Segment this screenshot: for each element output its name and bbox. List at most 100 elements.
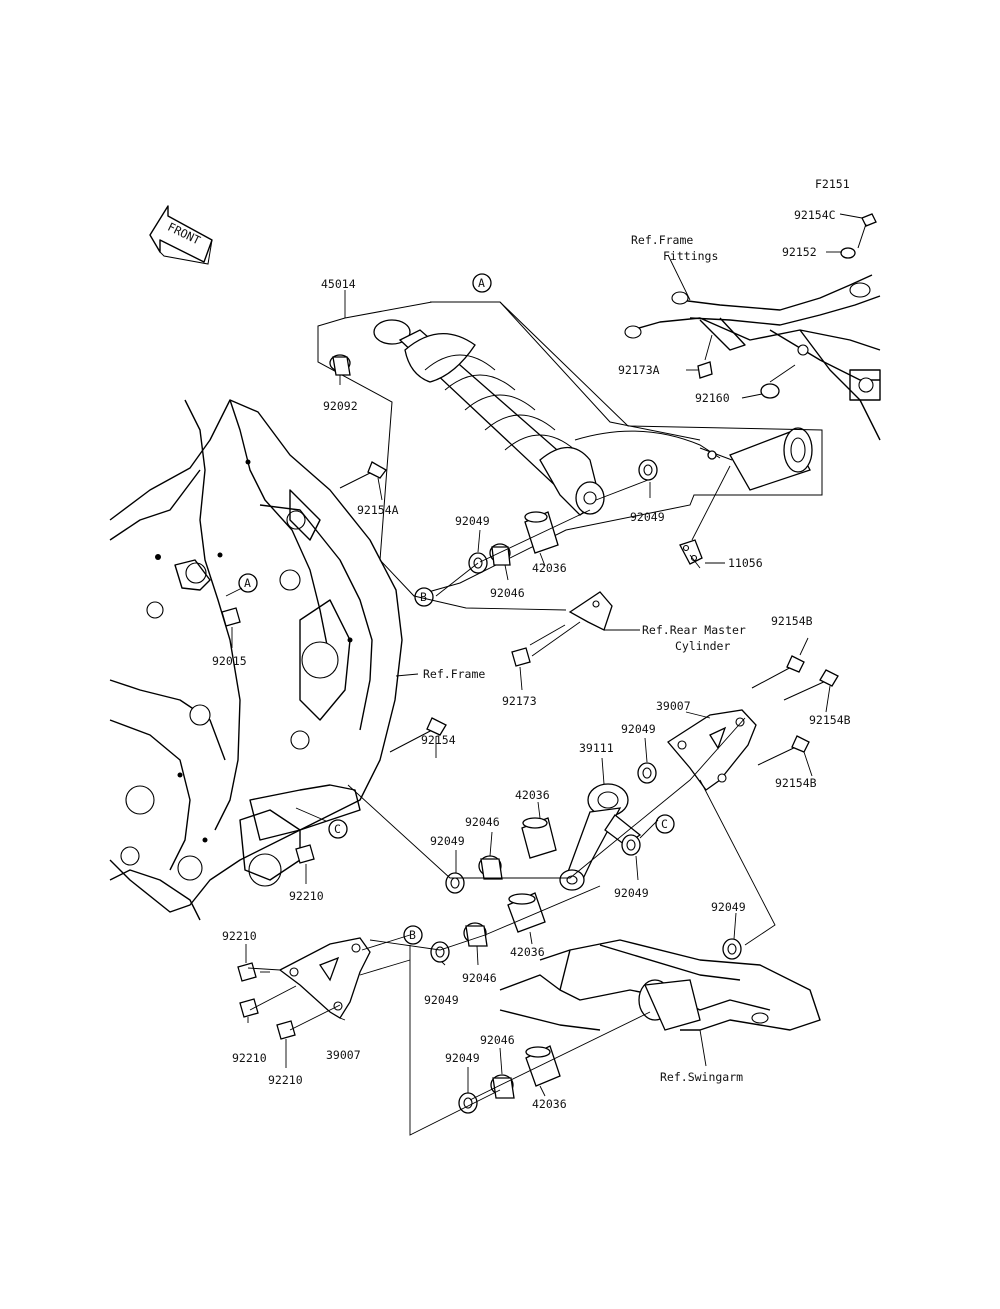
label-92046-lower: 92046 — [462, 971, 497, 985]
label-42036-bottom: 42036 — [532, 1097, 567, 1111]
label-92210-b: 92210 — [232, 1051, 267, 1065]
spacer-42036-mid[interactable] — [521, 817, 557, 859]
bearing-92046-lower[interactable] — [463, 922, 488, 947]
label-39007-left: 39007 — [326, 1048, 361, 1062]
nut-92173a[interactable] — [697, 361, 713, 379]
label-92049-right: 92049 — [621, 722, 656, 736]
callout-a-frame: A — [238, 573, 258, 593]
bushing-92092[interactable] — [329, 354, 351, 376]
nut-92210-a[interactable] — [237, 962, 257, 982]
nut-92210-c[interactable] — [276, 1020, 296, 1040]
rear-master-cylinder-ref — [568, 591, 613, 631]
label-92049-swingarm: 92049 — [711, 900, 746, 914]
svg-text:C: C — [334, 822, 341, 836]
callout-a-top: A — [472, 273, 492, 293]
label-92152: 92152 — [782, 245, 817, 259]
seal-92049-shock-left[interactable] — [468, 552, 488, 574]
label-92173: 92173 — [502, 694, 537, 708]
callout-c-frame: C — [328, 819, 348, 839]
part-number-labels: 45014 92092 92154C 92152 Ref.Frame Fitti… — [212, 208, 851, 1111]
ref-rear-master-1: Ref.Rear Master — [642, 623, 746, 637]
nut-92210-frame[interactable] — [295, 844, 315, 864]
callout-c-right: C — [655, 814, 675, 834]
frame-fittings-drawing — [624, 274, 881, 441]
seal-92049-right[interactable] — [637, 762, 657, 784]
svg-text:A: A — [244, 576, 251, 590]
nut-92173[interactable] — [511, 647, 531, 667]
tie-rod-plate-39007-right[interactable] — [667, 709, 757, 791]
label-92049-c: 92049 — [614, 886, 649, 900]
ref-frame-fittings-1: Ref.Frame — [631, 233, 693, 247]
label-92049-bottom: 92049 — [445, 1051, 480, 1065]
label-92154: 92154 — [421, 733, 456, 747]
seal-92049-shock-right[interactable] — [638, 459, 658, 481]
label-92154a: 92154A — [357, 503, 399, 517]
svg-text:A: A — [478, 276, 485, 290]
leader-lines — [225, 213, 863, 1136]
swingarm-drawing — [499, 939, 821, 1031]
spacer-42036-bottom[interactable] — [525, 1045, 561, 1087]
label-39111: 39111 — [579, 741, 614, 755]
label-92092: 92092 — [323, 399, 358, 413]
main-frame-drawing — [109, 399, 403, 921]
label-45014: 45014 — [321, 277, 356, 291]
seal-92049-lower[interactable] — [430, 941, 450, 963]
label-92015: 92015 — [212, 654, 247, 668]
label-92049-lower: 92049 — [424, 993, 459, 1007]
bracket-11056[interactable] — [679, 539, 703, 565]
seal-92049-swingarm[interactable] — [722, 938, 742, 960]
seal-92049-mid[interactable] — [445, 872, 465, 894]
seal-92049-c[interactable] — [621, 834, 641, 856]
label-92210-c: 92210 — [268, 1073, 303, 1087]
svg-text:B: B — [420, 590, 427, 604]
callout-b-shock: B — [414, 587, 434, 607]
label-92154c: 92154C — [794, 208, 836, 222]
svg-text:C: C — [661, 817, 668, 831]
bolt-92154b-1[interactable] — [751, 655, 805, 689]
spacer-42036-lower[interactable] — [507, 892, 546, 933]
bolt-92154[interactable] — [389, 717, 447, 753]
bolt-92154a[interactable] — [339, 461, 387, 489]
ref-swingarm: Ref.Swingarm — [660, 1070, 743, 1084]
label-42036-mid: 42036 — [515, 788, 550, 802]
ref-frame-fittings-2: Fittings — [663, 249, 718, 263]
label-92046-bottom: 92046 — [480, 1033, 515, 1047]
label-92210-frame: 92210 — [289, 889, 324, 903]
bearing-92046-shock[interactable] — [489, 543, 511, 566]
label-92049-shock-right: 92049 — [630, 510, 665, 524]
ref-frame: Ref.Frame — [423, 667, 485, 681]
front-label: FRONT — [165, 220, 202, 248]
rear-shock-absorber[interactable] — [344, 301, 813, 516]
label-42036-lower: 42036 — [510, 945, 545, 959]
ref-rear-master-2: Cylinder — [675, 639, 730, 653]
label-92154b-2: 92154B — [809, 713, 851, 727]
svg-text:B: B — [409, 928, 416, 942]
label-92049-shock-left: 92049 — [455, 514, 490, 528]
nut-92015[interactable] — [221, 607, 241, 627]
collar-92152[interactable] — [840, 247, 856, 259]
figure-code: F2151 — [815, 177, 850, 191]
label-92160: 92160 — [695, 391, 730, 405]
label-92046-mid: 92046 — [465, 815, 500, 829]
bearing-92046-bottom[interactable] — [490, 1074, 515, 1099]
callout-b-lower: B — [403, 925, 423, 945]
bolt-92154b-3[interactable] — [757, 735, 810, 766]
label-92154b-1: 92154B — [771, 614, 813, 628]
bolt-92154c[interactable] — [857, 213, 877, 249]
label-42036-shock: 42036 — [532, 561, 567, 575]
label-92210-a: 92210 — [222, 929, 257, 943]
front-direction-arrow: FRONT — [149, 205, 213, 265]
label-92154b-3: 92154B — [775, 776, 817, 790]
label-39007-right: 39007 — [656, 699, 691, 713]
spacer-42036-shock[interactable] — [524, 511, 559, 554]
label-92049-mid: 92049 — [430, 834, 465, 848]
bolt-92154b-2[interactable] — [783, 669, 839, 701]
nut-92210-b[interactable] — [239, 998, 259, 1018]
label-92046-shock: 92046 — [490, 586, 525, 600]
bearing-92046-mid[interactable] — [478, 855, 503, 880]
label-92173a: 92173A — [618, 363, 660, 377]
grommet-92160[interactable] — [760, 383, 780, 399]
tie-rod-plate-39007-left[interactable] — [278, 937, 371, 1019]
label-11056: 11056 — [728, 556, 763, 570]
